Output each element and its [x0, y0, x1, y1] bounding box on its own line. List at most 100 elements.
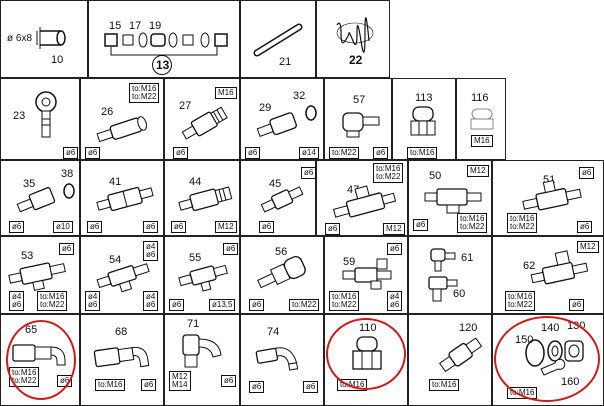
tee-connector-icon	[8, 262, 66, 291]
cell-part-22: 22	[316, 0, 390, 78]
size-tag: ø6	[301, 167, 317, 179]
size-tag: ø6	[173, 147, 189, 159]
cell-part-57: 57 to:M22 ø6	[324, 78, 392, 160]
part-number: 68	[115, 326, 128, 338]
size-tag: ø6	[577, 221, 593, 233]
spring-icon	[336, 17, 374, 53]
size-tag: ø6	[87, 221, 103, 233]
threaded-union-icon	[178, 186, 233, 212]
thread-tag: to:M16	[407, 147, 438, 159]
thread-tag: M12	[577, 241, 599, 253]
tee-connector-icon	[424, 188, 482, 214]
part-number: 15	[109, 20, 122, 32]
part-number: 56	[275, 246, 288, 258]
part-number: 120	[459, 322, 478, 334]
part-number: 27	[179, 100, 192, 112]
part-number: 61	[461, 252, 474, 264]
cell-part-45: ø6 45 ø6	[240, 160, 317, 236]
size-tag: ø13,5	[209, 299, 236, 311]
elbow-connector-icon	[93, 346, 150, 368]
part-number: 60	[453, 288, 466, 300]
size-tag: ø6	[223, 243, 239, 255]
part-number: 71	[187, 318, 200, 330]
part-number: 22	[349, 53, 363, 67]
size-tag: ø6	[579, 167, 595, 179]
cell-part-56: 56 ø6 to:M22	[240, 236, 324, 314]
part-number: 19	[149, 20, 162, 32]
size-tag: ø6	[169, 299, 185, 311]
size-tag: ø6	[413, 219, 429, 231]
group-circle	[152, 55, 172, 75]
hose-size-label: ø 6x8	[7, 33, 33, 44]
tee-connector-icon	[522, 179, 582, 211]
tee-connector-icon	[342, 258, 392, 290]
part-number: 55	[189, 252, 202, 264]
thread-tag: M12	[215, 221, 237, 233]
thread-tag: M12	[467, 165, 489, 177]
size-tag: ø10	[53, 221, 73, 233]
size-tag: ø6	[249, 299, 265, 311]
size-tag: ø6	[59, 243, 75, 255]
part-number: 26	[101, 106, 114, 118]
cell-part-113: 113 to:M16	[392, 78, 456, 160]
tee-connector-icon	[530, 250, 589, 285]
nut-set-icon	[104, 32, 228, 48]
size-tag: ø6	[9, 221, 25, 233]
size-tag: ø6	[259, 221, 275, 233]
cap-nut-icon	[410, 106, 436, 136]
cell-part-27: M16 27 ø6	[164, 78, 240, 160]
part-number: 116	[471, 92, 489, 104]
thread-tag: to:M16	[95, 379, 126, 391]
part-number: 17	[129, 20, 142, 32]
part-number: 44	[189, 176, 202, 188]
blind-cap-icon	[470, 108, 494, 130]
threaded-connector-icon	[181, 106, 228, 140]
size-tag: ø6	[569, 299, 585, 311]
cell-part-29: 29 32 ø6 ø14	[240, 78, 324, 160]
group-number: 13	[156, 58, 170, 72]
elbow-cap-icon	[342, 112, 380, 138]
highlight-circle	[494, 316, 600, 402]
size-tag: ø6	[143, 221, 159, 233]
thread-tag: M12	[383, 223, 405, 235]
cell-part-44: 44 ø6 M12	[164, 160, 240, 236]
part-number: 57	[353, 94, 366, 106]
cell-part-23: 23 ø6	[0, 78, 80, 160]
straight-connector-icon	[439, 337, 483, 373]
tee-connector-icon	[332, 185, 397, 218]
cell-part-41: 41 ø6 ø6	[80, 160, 164, 236]
thread-tag: M16	[215, 87, 237, 99]
size-tag: ø6	[245, 147, 261, 159]
thread-tag: to:M22	[329, 147, 360, 159]
size-tag: ø14	[299, 147, 319, 159]
cell-part-35: 35 38 ø6 ø10	[0, 160, 80, 236]
cap-nut-connector-icon	[257, 255, 306, 289]
banjo-fitting-icon	[35, 91, 57, 138]
tee-connector-icon	[178, 264, 228, 292]
part-number: 54	[109, 254, 122, 266]
part-number: 35	[23, 178, 36, 190]
elbow-nut-icon	[182, 334, 222, 368]
size-tag: ø6	[249, 381, 265, 393]
part-number: 53	[21, 250, 34, 262]
thread-tag: to:M16	[429, 379, 460, 391]
size-tag: ø6	[373, 147, 389, 159]
adapter-with-washer-icon	[16, 183, 75, 213]
cell-part-60-61: 61 60	[408, 236, 492, 314]
size-tag: ø6	[303, 381, 319, 393]
reducer-connector-icon	[260, 186, 304, 213]
cell-part-116: 116 M16	[456, 78, 506, 160]
part-number: 45	[269, 178, 282, 190]
part-number: 21	[279, 56, 292, 68]
